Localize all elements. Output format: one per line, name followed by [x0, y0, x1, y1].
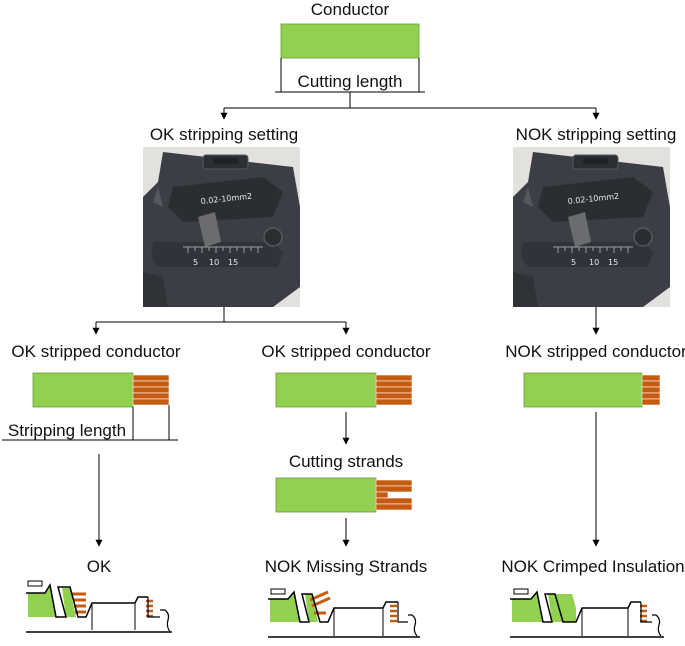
- cutting-strands-label: Cutting strands: [289, 452, 403, 471]
- middle-result-label: NOK Missing Strands: [265, 557, 428, 576]
- crimped-insulation-drawing: [510, 588, 664, 638]
- right-stripped-conductor: [523, 372, 661, 408]
- missing-strands-crimp-drawing: [268, 588, 420, 638]
- conductor-title: Conductor: [311, 0, 390, 19]
- cutting-length-label: Cutting length: [298, 72, 403, 91]
- right-result-label: NOK Crimped Insulation: [501, 557, 684, 576]
- left-result-label: OK: [87, 557, 112, 576]
- right-branch-title: NOK stripped conductor: [505, 342, 685, 361]
- nok-setting-label: NOK stripping setting: [516, 125, 677, 144]
- nok-scale-mark-10: 10: [589, 258, 599, 267]
- left-branch-title: OK stripped conductor: [11, 342, 180, 361]
- left-stripped-conductor: [2, 372, 178, 441]
- middle-stripped-conductor: [275, 372, 413, 408]
- cut-strands-conductor: [275, 477, 413, 513]
- ok-crimp-drawing: [26, 580, 172, 633]
- ok-setting-label: OK stripping setting: [150, 125, 298, 144]
- nok-stripper-photo-icon: 0.02-10mm2 5 10 15: [512, 146, 671, 308]
- ok-scale-mark-5: 5: [193, 258, 198, 267]
- nok-scale-mark-15: 15: [608, 258, 618, 267]
- ok-scale-mark-15: 15: [228, 258, 238, 267]
- ok-scale-mark-10: 10: [209, 258, 219, 267]
- stripping-length-label: Stripping length: [8, 421, 126, 440]
- conductor-insulation: [280, 23, 420, 59]
- ok-stripper-photo-icon: 0.02-10mm2 5 10 15: [142, 146, 301, 308]
- middle-branch-title: OK stripped conductor: [261, 342, 430, 361]
- nok-scale-mark-5: 5: [571, 258, 576, 267]
